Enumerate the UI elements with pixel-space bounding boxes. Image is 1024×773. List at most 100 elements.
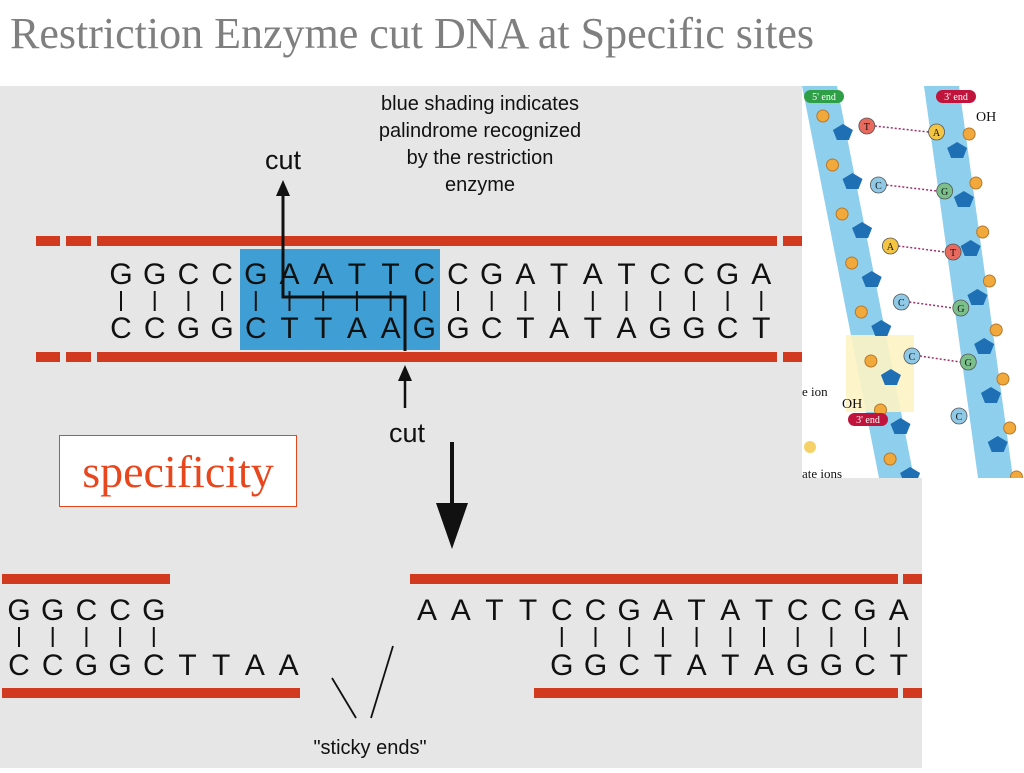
callout-line-3: by the restriction	[407, 147, 554, 169]
phosphate-dot	[989, 323, 1003, 337]
base-left-letter: C	[898, 298, 905, 309]
top-strand-base: A	[313, 258, 333, 291]
right-fragment-bottom-base: C	[854, 649, 876, 682]
top-strand-base: G	[109, 258, 132, 291]
phosphate-dot	[864, 354, 878, 368]
inset-bottom-3prime-label: 3' end	[856, 415, 880, 426]
sugar-pentagon	[980, 387, 1001, 403]
inset-bottom-3prime-tag	[848, 413, 888, 426]
inset-ions-fragment: ate ions	[802, 466, 842, 478]
base-left-letter: C	[875, 181, 882, 192]
top-cut-label: cut	[265, 145, 302, 175]
right-fragment-top-base: A	[653, 594, 673, 627]
phosphate-dot	[1009, 470, 1023, 478]
base-left	[870, 176, 887, 194]
base-left-letter: C	[909, 352, 916, 363]
top-strand-base: T	[381, 258, 399, 291]
bottom-strand-base: C	[481, 312, 503, 345]
inset-ion-fragment: e ion	[802, 384, 828, 399]
bottom-strand-base: G	[682, 312, 705, 345]
sugar-pentagon	[953, 191, 974, 207]
top-cut-arrowhead	[276, 180, 290, 196]
left-fragment-bottom-base: T	[178, 649, 196, 682]
right-fragment-bottom-base: A	[687, 649, 707, 682]
right-fragment-top-base: A	[417, 594, 437, 627]
hydrogen-bond	[886, 184, 937, 192]
bottom-strand-base: A	[381, 312, 401, 345]
left-fragment-bottom-base: G	[108, 649, 131, 682]
bottom-strand-base: C	[245, 312, 267, 345]
base-left-letter: T	[864, 122, 870, 133]
hydrogen-bond	[909, 301, 953, 309]
right-fragment-bottom-base: T	[654, 649, 672, 682]
top-strand-base: C	[211, 258, 233, 291]
sugar-pentagon	[974, 338, 995, 354]
top-strand-base: A	[583, 258, 603, 291]
top-strand-base: C	[447, 258, 469, 291]
left-fragment-top-base: G	[41, 594, 64, 627]
sugar-pentagon	[987, 436, 1008, 452]
specificity-label: specificity	[82, 445, 274, 497]
bottom-strand-base: G	[210, 312, 233, 345]
sugar-pentagon	[861, 271, 882, 287]
inset-right-strand	[924, 86, 1013, 478]
bottom-strand-base: A	[549, 312, 569, 345]
base-left-letter: A	[887, 242, 895, 253]
sugar-pentagon	[967, 289, 988, 305]
phosphate-dot	[845, 256, 859, 270]
right-fragment-bottom-base: G	[584, 649, 607, 682]
sugar-pentagon	[900, 467, 921, 478]
bottom-strand-base: C	[717, 312, 739, 345]
phosphate-dot	[1003, 421, 1017, 435]
hydrogen-bond	[874, 125, 929, 133]
intact-backbone	[36, 236, 805, 362]
left-fragment-top-base: C	[76, 594, 98, 627]
phosphate-dot	[962, 127, 976, 141]
extra-base	[950, 407, 968, 425]
base-left	[881, 237, 899, 255]
right-fragment-bottom-base: T	[721, 649, 739, 682]
bottom-strand-base: G	[177, 312, 200, 345]
bottom-strand-base: A	[616, 312, 636, 345]
phosphate-dot	[825, 158, 839, 172]
fragment-backbones	[2, 574, 922, 698]
sugar-pentagon	[890, 418, 911, 434]
callout-line-2: palindrome recognized	[379, 120, 581, 142]
base-right	[959, 353, 977, 371]
right-fragment-top-base: C	[787, 594, 809, 627]
inset-oh-bottom: OH	[842, 397, 862, 412]
top-strand-base: A	[515, 258, 535, 291]
left-fragment-bottom-base: C	[8, 649, 30, 682]
bottom-strand-base: T	[584, 312, 602, 345]
base-right-letter: T	[950, 248, 956, 259]
extra-base-letter: C	[956, 412, 963, 423]
phosphate-dot	[969, 176, 983, 190]
right-fragment-top-base: T	[687, 594, 705, 627]
right-fragment-top-base: C	[551, 594, 573, 627]
top-strand-base: C	[178, 258, 200, 291]
left-fragment-bottom-base: C	[42, 649, 64, 682]
sticky-end-pointer-right	[370, 645, 394, 719]
inset-5prime-tag	[804, 90, 844, 103]
intact-base-pair-ticks	[120, 291, 763, 311]
top-strand-base: T	[348, 258, 366, 291]
top-strand-base: G	[143, 258, 166, 291]
base-right	[952, 299, 970, 317]
top-strand-base: A	[751, 258, 771, 291]
inset-5prime-label: 5' end	[812, 92, 836, 103]
specificity-box: specificity	[59, 435, 297, 507]
top-strand-base: C	[649, 258, 671, 291]
phosphate-dot	[883, 452, 897, 466]
bottom-strand-base: G	[413, 312, 436, 345]
top-strand-base: G	[244, 258, 267, 291]
left-fragment-top-base: G	[7, 594, 30, 627]
right-fragment-bottom-base: G	[550, 649, 573, 682]
sticky-ends-label: "sticky ends"	[313, 737, 426, 759]
sugar-pentagon	[842, 173, 863, 189]
sugar-pentagon	[947, 142, 968, 158]
left-fragment-bottom-base: T	[212, 649, 230, 682]
bottom-strand-base: T	[752, 312, 770, 345]
